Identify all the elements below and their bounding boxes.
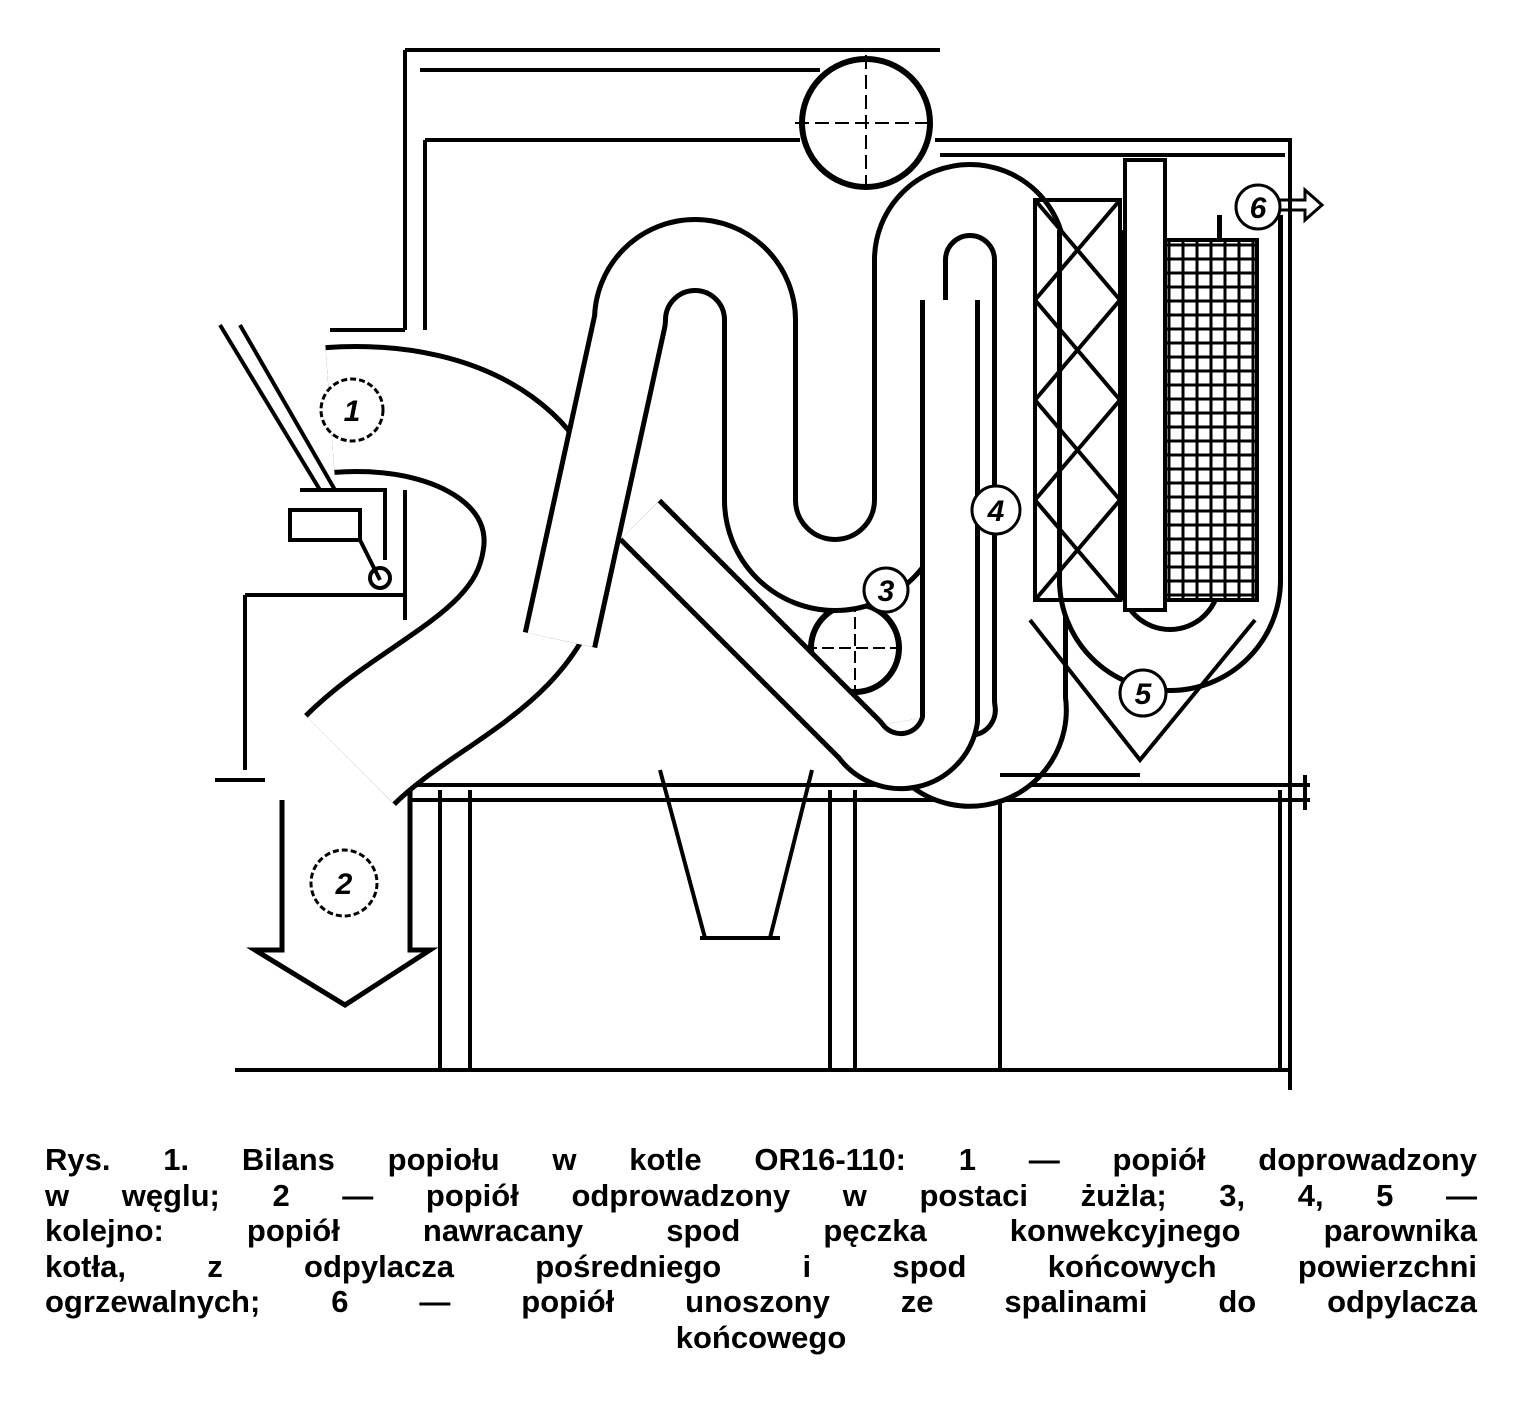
label-5: 5 xyxy=(1135,678,1153,711)
beam xyxy=(410,775,1310,810)
label-6: 6 xyxy=(1250,192,1267,225)
figure-caption: Rys. 1. Bilans popiołu w kotle OR16-110:… xyxy=(45,1142,1477,1355)
label-4: 4 xyxy=(987,495,1005,528)
marker-1 xyxy=(319,377,385,443)
slag-outlet-arrow xyxy=(246,785,439,1008)
caption-line: końcowego xyxy=(675,1319,847,1355)
central-column xyxy=(1123,158,1167,612)
marker-6 xyxy=(1234,183,1282,231)
caption-line: Rys. 1. Bilans popiołu w kotle OR16-110:… xyxy=(45,1142,1477,1177)
boiler-diagram: 1 2 3 4 5 6 xyxy=(215,48,1325,1090)
caption-line: kotła, z odpylacza pośredniego i spod ko… xyxy=(45,1248,1477,1284)
frame-right xyxy=(935,138,1292,1090)
lower-hopper xyxy=(1000,618,1257,777)
marker-3 xyxy=(862,566,910,614)
caption-line: w węglu; 2 — popiół odprowadzony w posta… xyxy=(45,1177,1477,1213)
ash-hopper xyxy=(658,769,814,940)
heat-exchanger-bank xyxy=(1163,238,1259,602)
marker-5 xyxy=(1118,668,1168,718)
label-3: 3 xyxy=(878,575,895,608)
frame-top xyxy=(330,48,940,332)
label-1: 1 xyxy=(344,395,361,428)
label-2: 2 xyxy=(335,868,353,901)
marker-2 xyxy=(309,848,379,918)
caption-line: ogrzewalnych; 6 — popiół unoszony ze spa… xyxy=(45,1284,1477,1319)
marker-4 xyxy=(970,484,1022,536)
exit-arrow xyxy=(1280,186,1325,224)
columns xyxy=(438,790,1282,1070)
fuel-feeder xyxy=(218,323,387,581)
caption-line: kolejno: popiół nawracany spod pęczka ko… xyxy=(45,1213,1477,1248)
